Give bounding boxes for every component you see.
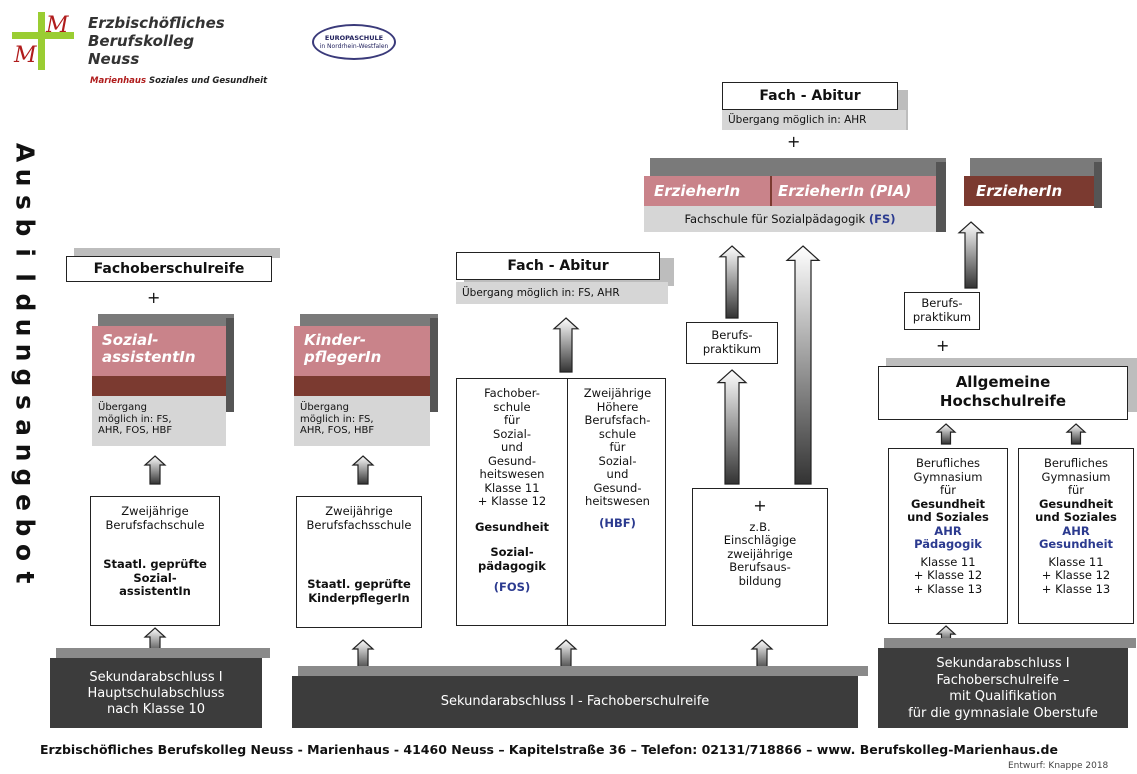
school-logo: M M (12, 12, 74, 70)
up-arrow-icon (718, 245, 746, 319)
berufspraktikum-box: Berufs- praktikum (904, 292, 980, 330)
badge-line2: in Nordrhein-Westfalen (319, 43, 389, 50)
transfer-info: Übergang möglich in: FS, AHR, FOS, HBF (92, 396, 226, 446)
up-arrow-icon (143, 455, 167, 485)
fs-text: Fachschule für Sozialpädagogik (684, 212, 866, 226)
school-name: Erzbischöfliches Berufskolleg Neuss (88, 14, 308, 68)
erzieher-cube-right: ErzieherIn (964, 176, 1094, 206)
transfer-info: Übergang möglich in: AHR (722, 110, 906, 130)
school-subtitle: Marienhaus Soziales und Gesundheit (90, 76, 267, 86)
berufsfachschule-box: Zweijährige Berufsfachschule Staatl. gep… (90, 496, 220, 626)
up-arrow-icon (785, 245, 821, 485)
svg-text:M: M (13, 43, 37, 68)
cube-kinderpfleger: Kinder- pflegerIn (294, 326, 430, 376)
fachschule-bar: Fachschule für Sozialpädagogik (FS) (644, 206, 936, 232)
gym-ahr: AHR Gesundheit (1038, 523, 1114, 551)
school-name-line2: Neuss (88, 50, 140, 68)
credit-note: Entwurf: Knappe 2018 (1008, 761, 1109, 771)
erzieher-pia-label: ErzieherIn (PIA) (778, 182, 912, 200)
gymnasium-gesundheit-box: Berufliches Gymnasium für Gesundheit und… (1018, 448, 1134, 624)
cube-label-line2: pflegerIn (304, 348, 382, 366)
fach-abitur-title: Fach - Abitur (456, 252, 660, 280)
school-line2: Berufsfachsschule (306, 517, 412, 532)
plus-sign: + (936, 336, 950, 355)
fach-abitur-top-title: Fach - Abitur (722, 82, 898, 110)
europaschule-badge: EUROPASCHULE in Nordrhein-Westfalen (312, 24, 396, 60)
up-arrow-icon (351, 455, 375, 485)
fachoberschulreife-title: Fachoberschulreife (66, 256, 272, 282)
qual-line3: assistentIn (119, 584, 191, 598)
qual-line2: KinderpflegerIn (308, 590, 410, 605)
plus-sign: + (147, 288, 161, 307)
up-arrow-icon (1065, 423, 1087, 445)
erzieher-label: ErzieherIn (976, 182, 1063, 200)
berufsausbildung-box: + z.B. Einschlägige zweijährige Berufsau… (692, 488, 828, 626)
fos-bold2: Sozial- pädagogik (478, 545, 546, 573)
footer-address: Erzbischöfliches Berufskolleg Neuss - Ma… (40, 742, 1058, 757)
gym-classes: Klasse 11 + Klasse 12 + Klasse 13 (913, 554, 983, 596)
fos-bold1: Gesundheit (474, 519, 550, 534)
berufspraktikum-box: Berufs- praktikum (686, 322, 778, 364)
gym-bold: Gesundheit und Soziales (907, 496, 989, 524)
gym-text: Berufliches Gymnasium für (1041, 456, 1111, 497)
fos-hbf-box: Fachober- schule für Sozial- und Gesund-… (456, 378, 666, 626)
cube-label-line2: assistentIn (102, 348, 196, 366)
base-gymnasiale-oberstufe: Sekundarabschluss I Fachoberschulreife –… (878, 648, 1128, 728)
erzieher-cube: ErzieherIn ErzieherIn (PIA) (644, 176, 936, 206)
cube-label-line1: Kinder- (304, 331, 366, 349)
school-line2: Berufsfachschule (105, 517, 205, 532)
base-line2: Hauptschulabschluss (87, 686, 225, 701)
berufsfachsschule-box: Zweijährige Berufsfachsschule Staatl. ge… (296, 496, 422, 628)
hochschulreife-title: Allgemeine Hochschulreife (878, 366, 1128, 420)
cube-label-line1: Sozial- (102, 331, 159, 349)
gym-ahr: AHR Pädagogik (914, 523, 982, 551)
base-line1: Sekundarabschluss I (89, 670, 223, 685)
base-hauptschulabschluss: Sekundarabschluss I Hauptschulabschluss … (50, 658, 262, 728)
school-line1: Zweijährige (325, 504, 393, 518)
base-line3: nach Klasse 10 (106, 702, 206, 717)
gym-bold: Gesundheit und Soziales (1035, 496, 1117, 524)
qual-line1: Staatl. geprüfte (307, 577, 411, 591)
ausbildung-text: z.B. Einschlägige zweijährige Berufsaus-… (723, 519, 797, 588)
qual-line1: Staatl. geprüfte (103, 557, 207, 571)
fos-text: Fachober- schule für Sozial- und Gesund-… (477, 386, 547, 508)
plus-sign: + (753, 496, 767, 515)
transfer-info: Übergang möglich in: FS, AHR (456, 282, 668, 304)
up-arrow-icon (716, 369, 748, 485)
plus-sign: + (787, 132, 801, 151)
qual-line2: Sozial- (133, 570, 177, 585)
gym-text: Berufliches Gymnasium für (913, 456, 983, 497)
cube-sozialassistent: Sozial- assistentIn (92, 326, 226, 376)
fs-abbr: (FS) (868, 212, 896, 226)
subtitle-highlight: Marienhaus (90, 76, 147, 86)
erzieher-label: ErzieherIn (654, 182, 741, 200)
gym-classes: Klasse 11 + Klasse 12 + Klasse 13 (1041, 554, 1111, 596)
transfer-info: Übergang möglich in: FS, AHR, FOS, HBF (294, 396, 430, 446)
subtitle-rest: Soziales und Gesundheit (146, 76, 268, 86)
up-arrow-icon (552, 317, 580, 373)
school-name-line1: Erzbischöfliches Berufskolleg (88, 14, 225, 50)
svg-text:M: M (45, 13, 69, 38)
up-arrow-icon (935, 423, 957, 445)
hbf-abbr: (HBF) (599, 515, 636, 530)
badge-line1: EUROPASCHULE (324, 34, 384, 42)
gymnasium-paedagogik-box: Berufliches Gymnasium für Gesundheit und… (888, 448, 1008, 624)
fos-abbr: (FOS) (493, 580, 531, 594)
up-arrow-icon (957, 221, 985, 289)
hbf-text: Zweijährige Höhere Berufsfach- schule fü… (583, 386, 652, 508)
school-line1: Zweijährige (121, 504, 189, 518)
base-fachoberschulreife: Sekundarabschluss I - Fachoberschulreife (292, 676, 858, 728)
